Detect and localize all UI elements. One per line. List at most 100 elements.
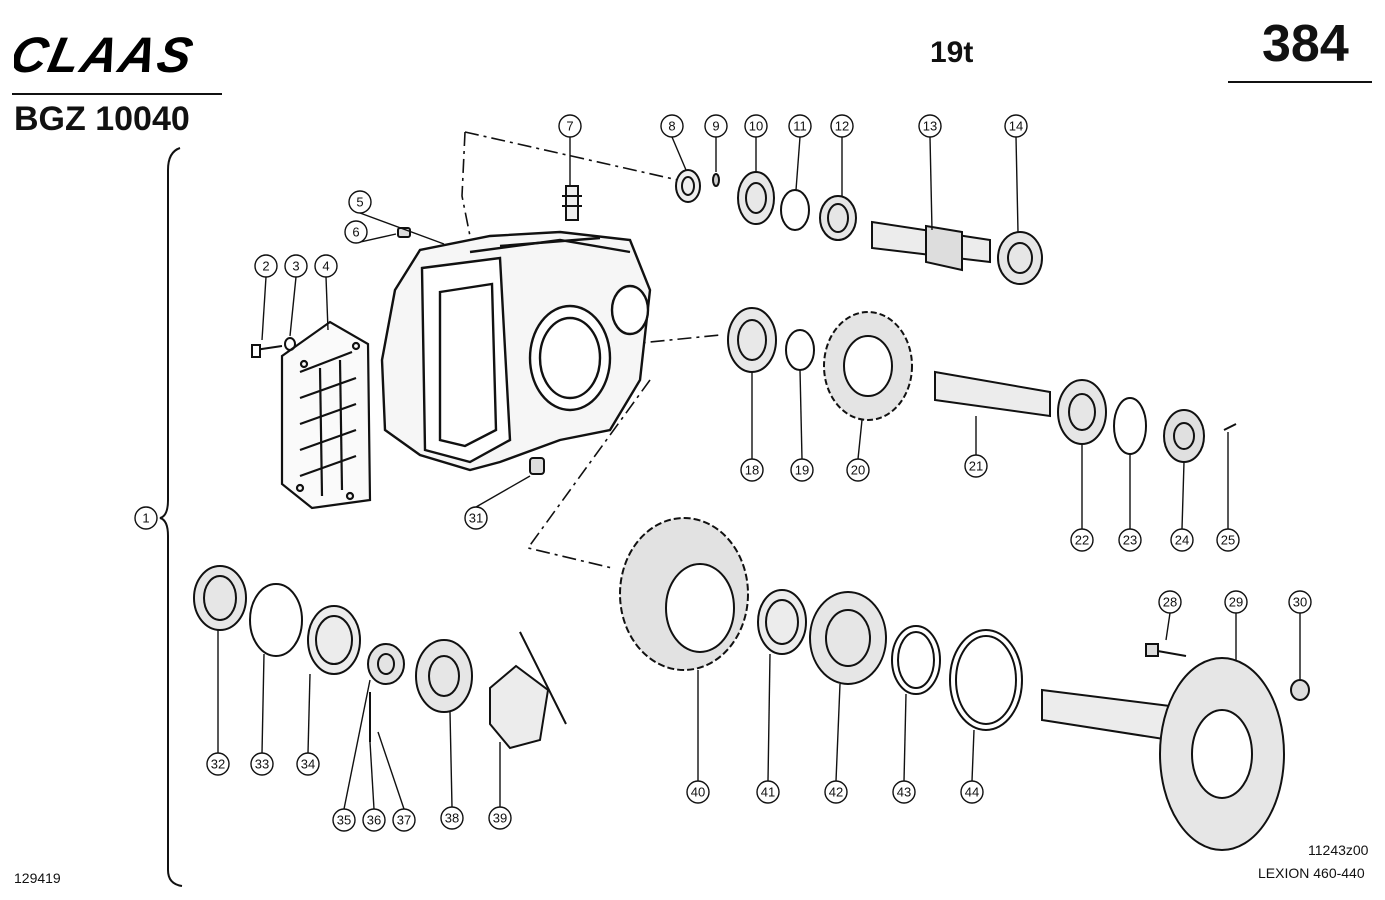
document-number: 129419 xyxy=(14,870,61,886)
callout-leader xyxy=(359,212,445,245)
callout-circle xyxy=(134,506,158,530)
callout-label: 13 xyxy=(923,119,937,134)
callout-19: 19 xyxy=(790,369,814,482)
callout-21: 21 xyxy=(964,416,988,478)
callout-35: 35 xyxy=(332,679,371,832)
callout-circle xyxy=(1216,528,1240,552)
callout-circle xyxy=(824,780,848,804)
callout-leader xyxy=(325,276,329,331)
callout-leader xyxy=(261,653,265,754)
final-drive-assembly xyxy=(619,517,1023,731)
callout-leader xyxy=(289,276,297,337)
callout-label: 10 xyxy=(749,119,763,134)
callout-circle xyxy=(892,780,916,804)
callout-label: 29 xyxy=(1229,595,1243,610)
callout-label: 8 xyxy=(668,119,675,134)
callout-32: 32 xyxy=(206,630,230,776)
callout-leader xyxy=(857,419,863,460)
callout-leader xyxy=(1165,612,1171,641)
callout-label: 39 xyxy=(493,811,507,826)
callout-25: 25 xyxy=(1216,432,1240,552)
callout-leader xyxy=(903,693,907,782)
upper-shaft-assembly xyxy=(675,169,1043,285)
callout-label: 40 xyxy=(691,785,705,800)
callout-circle xyxy=(296,752,320,776)
callout-label: 24 xyxy=(1175,533,1189,548)
callout-label: 31 xyxy=(469,511,483,526)
callout-33: 33 xyxy=(250,653,274,776)
callout-23: 23 xyxy=(1118,454,1142,552)
callout-label: 33 xyxy=(255,757,269,772)
callout-label: 30 xyxy=(1293,595,1307,610)
callout-label: 37 xyxy=(397,813,411,828)
callout-41: 41 xyxy=(756,653,780,804)
callout-label: 19 xyxy=(795,463,809,478)
callout-label: 11 xyxy=(793,119,807,134)
callout-leader xyxy=(767,653,771,782)
middle-shaft-assembly xyxy=(727,307,1237,463)
callout-34: 34 xyxy=(296,673,320,776)
cover-plate-part xyxy=(280,320,372,510)
callout-circle xyxy=(960,780,984,804)
callout-circle xyxy=(704,114,728,138)
output-seal-assembly xyxy=(193,565,567,750)
callout-38: 38 xyxy=(440,711,464,830)
callout-circle xyxy=(1170,528,1194,552)
callout-label: 20 xyxy=(851,463,865,478)
callout-5: 5 xyxy=(348,190,445,245)
callout-label: 43 xyxy=(897,785,911,800)
callout-circle xyxy=(254,254,278,278)
callout-circle xyxy=(660,114,684,138)
callout-12: 12 xyxy=(830,114,854,196)
callout-label: 42 xyxy=(829,785,843,800)
callout-label: 25 xyxy=(1221,533,1235,548)
callout-leader xyxy=(1181,461,1185,530)
callout-circle xyxy=(1224,590,1248,614)
claas-logo: CLAAS xyxy=(14,27,200,80)
callout-39: 39 xyxy=(488,742,512,830)
callout-circle xyxy=(846,458,870,482)
callout-40: 40 xyxy=(686,670,710,804)
callout-label: 18 xyxy=(745,463,759,478)
callout-label: 44 xyxy=(965,785,979,800)
callout-label: 3 xyxy=(292,259,299,274)
callout-circle xyxy=(740,458,764,482)
callout-leader xyxy=(799,369,803,460)
callout-43: 43 xyxy=(892,693,916,804)
callout-leader xyxy=(369,741,375,810)
callout-circle xyxy=(206,752,230,776)
callout-circle xyxy=(488,806,512,830)
callout-circle xyxy=(830,114,854,138)
callout-9: 9 xyxy=(704,114,728,172)
callout-label: 14 xyxy=(1009,119,1023,134)
callout-circle xyxy=(744,114,768,138)
callout-22: 22 xyxy=(1070,444,1094,552)
callout-leader xyxy=(261,276,267,341)
callout-leader xyxy=(671,136,687,171)
claas-logo-text: CLAAS xyxy=(14,27,200,80)
model-range: LEXION 460-440 xyxy=(1258,865,1365,881)
callout-circle xyxy=(964,454,988,478)
callout-label: 22 xyxy=(1075,533,1089,548)
page-number: 384 xyxy=(1262,15,1349,73)
drain-plug-part xyxy=(529,457,545,475)
callout-leader xyxy=(475,475,531,508)
callout-label: 28 xyxy=(1163,595,1177,610)
bolt-part xyxy=(251,344,283,358)
callout-label: 38 xyxy=(445,811,459,826)
callout-circle xyxy=(1070,528,1094,552)
callout-circle xyxy=(332,808,356,832)
callout-leader xyxy=(835,683,841,782)
callout-label: 9 xyxy=(712,119,719,134)
callout-28: 28 xyxy=(1158,590,1182,641)
callout-label: 35 xyxy=(337,813,351,828)
callout-circle xyxy=(250,752,274,776)
callout-20: 20 xyxy=(846,419,870,482)
callout-leader xyxy=(307,673,311,754)
callout-circle xyxy=(344,220,368,244)
callout-8: 8 xyxy=(660,114,687,171)
callout-10: 10 xyxy=(744,114,768,172)
